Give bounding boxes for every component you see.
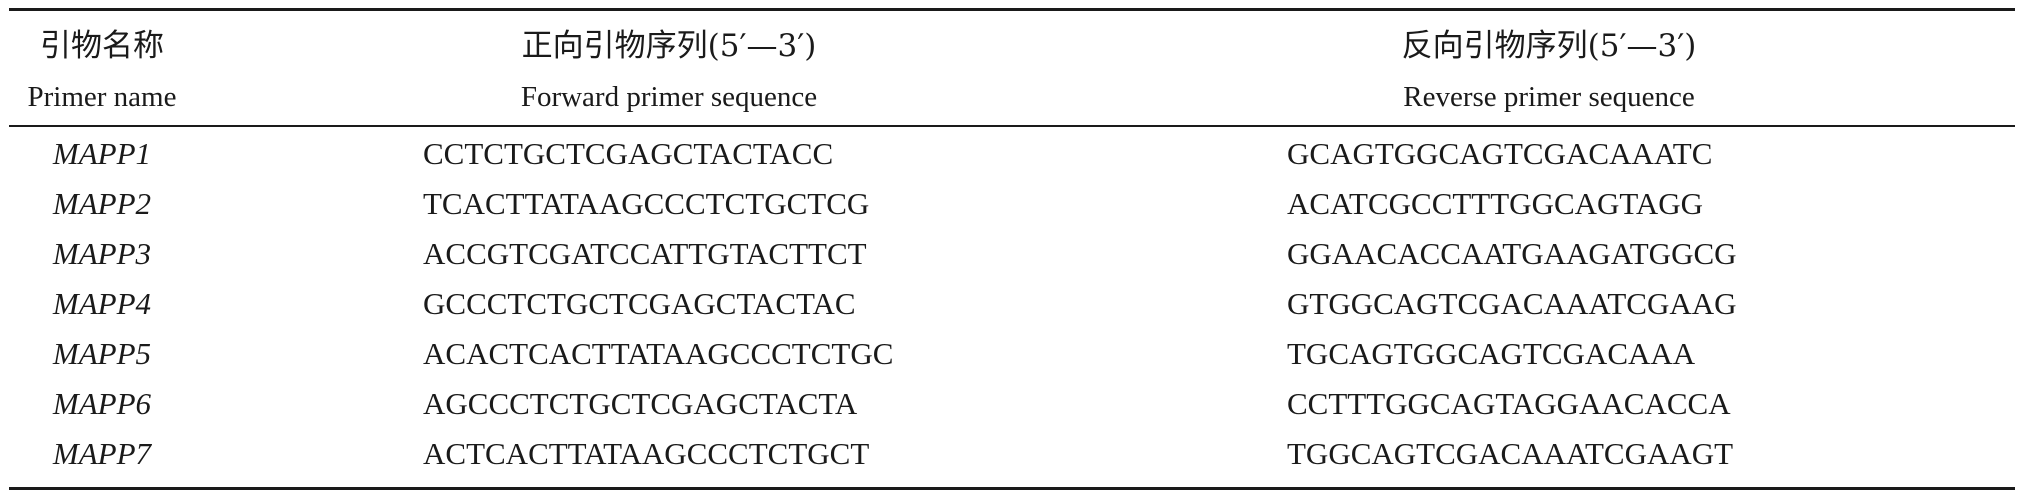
table-row: MAPP1 CCTCTGCTCGAGCTACTACC GCAGTGGCAGTCG… xyxy=(9,134,2015,174)
primer-name-cell: MAPP4 xyxy=(52,286,152,321)
primer-table: 引物名称 Primer name 正向引物序列(5′—3′) Forward p… xyxy=(9,8,2015,490)
header-primer-name: 引物名称 Primer name xyxy=(9,31,195,112)
table-header: 引物名称 Primer name 正向引物序列(5′—3′) Forward p… xyxy=(9,11,2015,125)
primer-name-cell: MAPP1 xyxy=(52,136,152,171)
table-row: MAPP2 TCACTTATAAGCCCTCTGCTCG ACATCGCCTTT… xyxy=(9,184,2015,224)
forward-sequence-cell: ACCGTCGATCCATTGTACTTCT xyxy=(423,236,867,271)
header-reverse-zh: 反向引物序列(5′—3′) xyxy=(1401,28,1697,64)
reverse-sequence-cell: TGGCAGTCGACAAATCGAAGT xyxy=(1287,436,1734,471)
header-forward-zh: 正向引物序列(5′—3′) xyxy=(521,28,817,64)
forward-sequence-cell: CCTCTGCTCGAGCTACTACC xyxy=(423,136,834,171)
reverse-sequence-cell: GGAACACCAATGAAGATGGCG xyxy=(1287,236,1737,271)
forward-sequence-cell: TCACTTATAAGCCCTCTGCTCG xyxy=(423,186,870,221)
forward-sequence-cell: ACTCACTTATAAGCCCTCTGCT xyxy=(423,436,870,471)
reverse-sequence-cell: ACATCGCCTTTGGCAGTAGG xyxy=(1287,186,1704,221)
forward-sequence-cell: AGCCCTCTGCTCGAGCTACTA xyxy=(423,386,858,421)
primer-name-cell: MAPP2 xyxy=(52,186,152,221)
table-row: MAPP6 AGCCCTCTGCTCGAGCTACTA CCTTTGGCAGTA… xyxy=(9,384,2015,424)
reverse-sequence-cell: GCAGTGGCAGTCGACAAATC xyxy=(1287,136,1713,171)
table-top-rule xyxy=(9,8,2015,11)
table-row: MAPP7 ACTCACTTATAAGCCCTCTGCT TGGCAGTCGAC… xyxy=(9,434,2015,474)
primer-name-cell: MAPP7 xyxy=(52,436,152,471)
primer-name-cell: MAPP5 xyxy=(52,336,152,371)
header-reverse-en: Reverse primer sequence xyxy=(1403,81,1695,113)
reverse-sequence-cell: GTGGCAGTCGACAAATCGAAG xyxy=(1287,286,1737,321)
table-row: MAPP4 GCCCTCTGCTCGAGCTACTAC GTGGCAGTCGAC… xyxy=(9,284,2015,324)
header-primer-name-zh: 引物名称 xyxy=(40,28,164,64)
reverse-sequence-cell: CCTTTGGCAGTAGGAACACCA xyxy=(1287,386,1731,421)
header-forward-sequence: 正向引物序列(5′—3′) Forward primer sequence xyxy=(459,31,879,112)
reverse-sequence-cell: TGCAGTGGCAGTCGACAAA xyxy=(1287,336,1696,371)
table-body: MAPP1 CCTCTGCTCGAGCTACTACC GCAGTGGCAGTCG… xyxy=(9,127,2015,487)
forward-sequence-cell: ACACTCACTTATAAGCCCTCTGC xyxy=(423,336,894,371)
header-primer-name-en: Primer name xyxy=(27,81,177,113)
header-reverse-sequence: 反向引物序列(5′—3′) Reverse primer sequence xyxy=(1339,31,1759,112)
primer-name-cell: MAPP3 xyxy=(52,236,152,271)
table-header-rule xyxy=(9,125,2015,127)
primer-name-cell: MAPP6 xyxy=(52,386,152,421)
table-row: MAPP5 ACACTCACTTATAAGCCCTCTGC TGCAGTGGCA… xyxy=(9,334,2015,374)
forward-sequence-cell: GCCCTCTGCTCGAGCTACTAC xyxy=(423,286,856,321)
table-row: MAPP3 ACCGTCGATCCATTGTACTTCT GGAACACCAAT… xyxy=(9,234,2015,274)
header-forward-en: Forward primer sequence xyxy=(520,81,818,113)
